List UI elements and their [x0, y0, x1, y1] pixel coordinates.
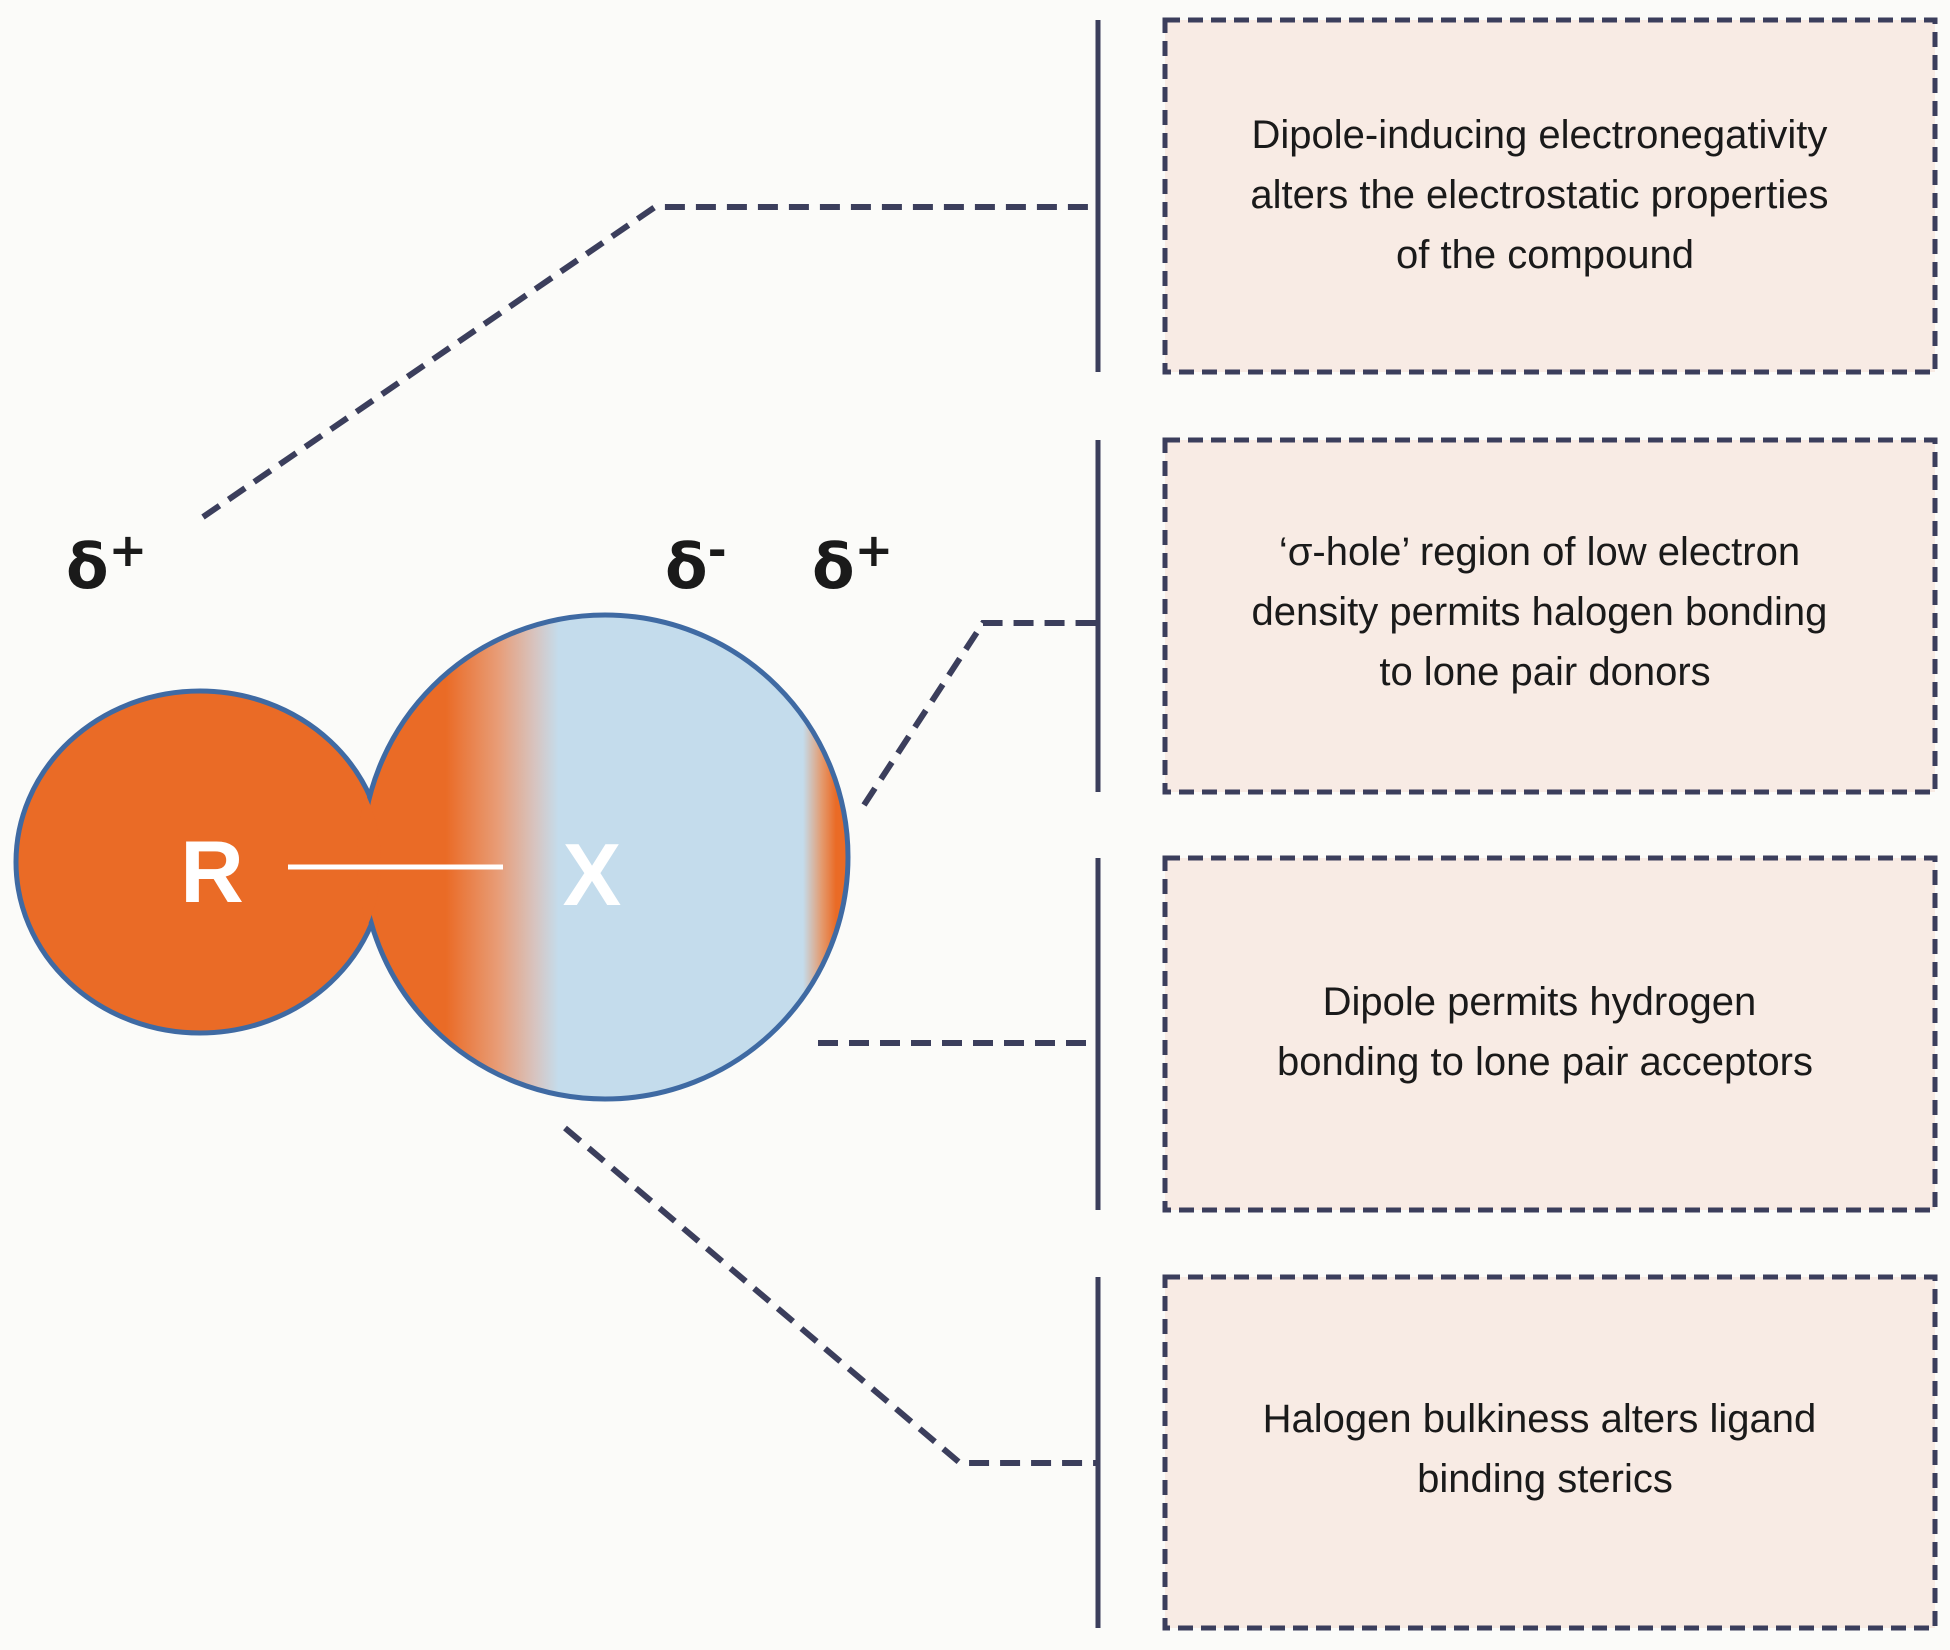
box-4-line-1: Halogen bulkiness alters ligand — [1263, 1397, 1817, 1441]
box-2-line-3: to lone pair donors — [1379, 650, 1710, 694]
box-1-line-1: Dipole-inducing electronegativity — [1251, 113, 1827, 157]
info-boxes: Dipole-inducing electronegativity alters… — [1162, 17, 1938, 1631]
r-label: R — [180, 822, 244, 921]
molecule: R X — [13, 612, 851, 1102]
connector-2 — [861, 620, 1098, 807]
connector-1 — [201, 204, 1098, 520]
info-box-2: ‘σ-hole’ region of low electron density … — [1162, 437, 1938, 795]
box-1-line-3: of the compound — [1396, 233, 1694, 277]
svg-text:Dipole permits hydrogen: Dipole permits hydrogen bonding to lone … — [1277, 980, 1813, 1084]
box-1-line-2: alters the electrostatic properties — [1250, 173, 1828, 217]
charge-mid-minus: δ- — [665, 523, 727, 603]
box-4-line-2: binding sterics — [1417, 1457, 1673, 1501]
box-2-line-2: density permits halogen bonding — [1251, 590, 1827, 634]
svg-text:Dipole-inducing electronegativ: Dipole-inducing electronegativity alters… — [1250, 113, 1839, 277]
x-label: X — [563, 825, 622, 924]
info-box-3: Dipole permits hydrogen bonding to lone … — [1162, 855, 1938, 1213]
connector-4 — [563, 1125, 1098, 1466]
info-box-4: Halogen bulkiness alters ligand binding … — [1162, 1274, 1938, 1631]
connectors — [201, 204, 1098, 1466]
charge-left-plus: δ+ — [66, 523, 147, 603]
svg-text:Halogen bulkiness alters ligan: Halogen bulkiness alters ligand binding … — [1263, 1397, 1828, 1501]
svg-text:‘σ-hole’ region of low electro: ‘σ-hole’ region of low electron density … — [1251, 530, 1838, 694]
box-3-line-2: bonding to lone pair acceptors — [1277, 1040, 1813, 1084]
charge-right-plus: δ+ — [812, 523, 893, 603]
info-box-1: Dipole-inducing electronegativity alters… — [1162, 17, 1938, 375]
box-2-line-1: ‘σ-hole’ region of low electron — [1279, 530, 1800, 574]
box-3-line-1: Dipole permits hydrogen — [1323, 980, 1757, 1024]
